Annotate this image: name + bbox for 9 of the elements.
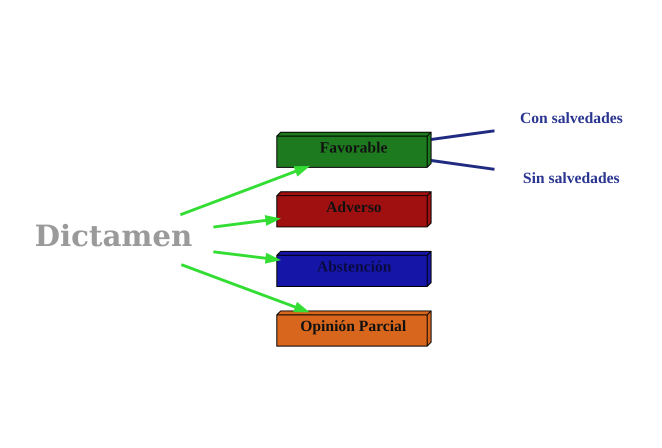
arrow [180, 165, 310, 216]
node-text: Dictamen [34, 217, 192, 252]
node-text: Con salvedades [520, 110, 623, 127]
node-text: Sin salvedades [522, 169, 620, 186]
arrow [213, 214, 282, 228]
arrow [213, 250, 282, 264]
connector [431, 128, 495, 140]
connector [431, 158, 495, 170]
arrow [180, 262, 310, 312]
